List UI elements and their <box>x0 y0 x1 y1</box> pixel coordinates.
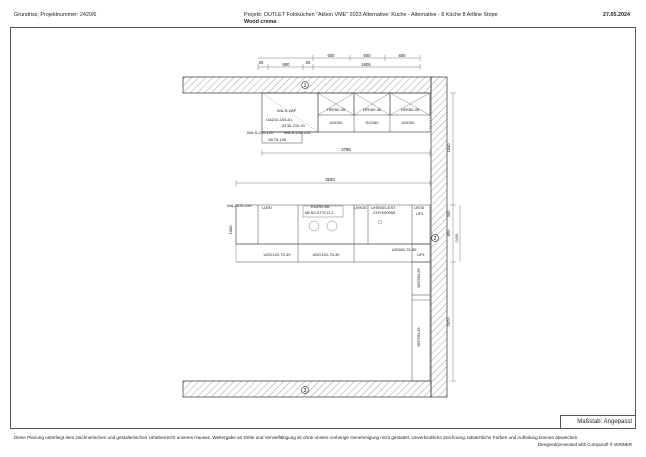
bottom-unit-4: UP1 <box>417 252 426 257</box>
right-dim-2435: 2435 <box>454 233 459 243</box>
island-label-8: UK30 <box>414 205 425 210</box>
left-label-1: WA-S-VAP <box>277 108 297 113</box>
right-tall-column <box>411 261 431 382</box>
walls <box>182 76 448 398</box>
dim-1000: 1000 <box>228 225 233 235</box>
wall-marker-1-label: 1 <box>304 83 307 89</box>
left-tall-block <box>261 92 319 144</box>
tall-unit-2: WST60-25 <box>416 327 421 347</box>
bottom-unit-3: UDD60-75-39 <box>392 247 417 252</box>
bottom-unit-2: UDD120-75-39 <box>313 252 341 257</box>
upper-unit-2: HFK60-45 <box>363 107 382 112</box>
island-label-9: UP1 <box>416 211 425 216</box>
top-dim-600a: 600 <box>283 62 291 67</box>
base-unit-top-3: UDD60 <box>401 120 415 125</box>
project-number: Grundriss, Projektnummer: 2420/6 <box>14 12 97 18</box>
island-label-1: WA-2575-120 <box>227 203 252 208</box>
island-label-4: MLS0-STYLO-J <box>305 210 333 215</box>
dim-2755-line <box>261 150 431 156</box>
bottom-unit-1: UDD120-75-39 <box>264 252 292 257</box>
left-label-2: GA210-153-01 <box>266 117 293 122</box>
top-dim-25a: 25 <box>259 60 264 65</box>
left-label-6: GK75-100 <box>268 137 287 142</box>
dim-2755: 2755 <box>341 147 351 152</box>
dim-3150-line <box>235 180 431 186</box>
project-finish: Wood crema <box>244 19 277 25</box>
upper-unit-3: HFK60-45 <box>401 107 420 112</box>
left-label-4: WA-S-210-120 <box>247 130 274 135</box>
wall-marker-3: 3 <box>301 386 309 394</box>
right-dim-2070: 2070 <box>446 317 451 327</box>
right-dimension-lines <box>450 92 461 382</box>
scale-label: Maßstab: Angepasst <box>577 419 632 425</box>
wall-marker-2: 2 <box>431 234 439 242</box>
top-dim-600b: 600 <box>328 53 336 58</box>
upper-unit-1: HFK60-45 <box>327 107 346 112</box>
left-label-5: WA-S-210-120 <box>284 130 311 135</box>
drawing-frame <box>10 27 636 429</box>
island-label-7: CHYK00050 <box>373 210 396 215</box>
left-label-3: AT30-210-01 <box>282 123 306 128</box>
wall-marker-3-label: 3 <box>304 388 307 394</box>
top-dim-25b: 25 <box>306 60 311 65</box>
right-dim-1840: 1840 <box>446 143 451 153</box>
top-dim-1605: 1605 <box>361 62 371 67</box>
copyright-disclaimer: Diese Planung unterliegt dem zeichnerisc… <box>14 435 579 440</box>
wall-marker-2-label: 2 <box>434 236 437 242</box>
right-dim-850: 850 <box>446 229 451 236</box>
base-unit-top-2: SCD60 <box>366 120 380 125</box>
wall-marker-1: 1 <box>301 81 309 89</box>
island-label-6: UHSK60-EST <box>371 205 396 210</box>
island-label-2: UZ90 <box>262 205 273 210</box>
project-title: Projekt: OUTLET Fotoküchen "Aktion VME" … <box>244 12 498 18</box>
island-label-3: KUZ90-ML <box>311 204 331 209</box>
top-dim-600d: 600 <box>399 53 407 58</box>
top-dim-600c: 600 <box>364 53 372 58</box>
island-label-5: UVK30 <box>354 205 367 210</box>
dim-3150: 3150 <box>325 177 335 182</box>
base-unit-top-1: UDD60 <box>329 120 343 125</box>
plan-date: 27.05.2024 <box>603 12 630 18</box>
tall-unit-1: WST60-25 <box>416 268 421 288</box>
top-dimension-lines <box>257 55 421 70</box>
right-dim-300: 300 <box>446 210 451 217</box>
wall-right <box>430 76 448 398</box>
scale-box <box>560 415 636 429</box>
software-credit: Designed/presented with Compusoft ® WINN… <box>537 442 632 447</box>
